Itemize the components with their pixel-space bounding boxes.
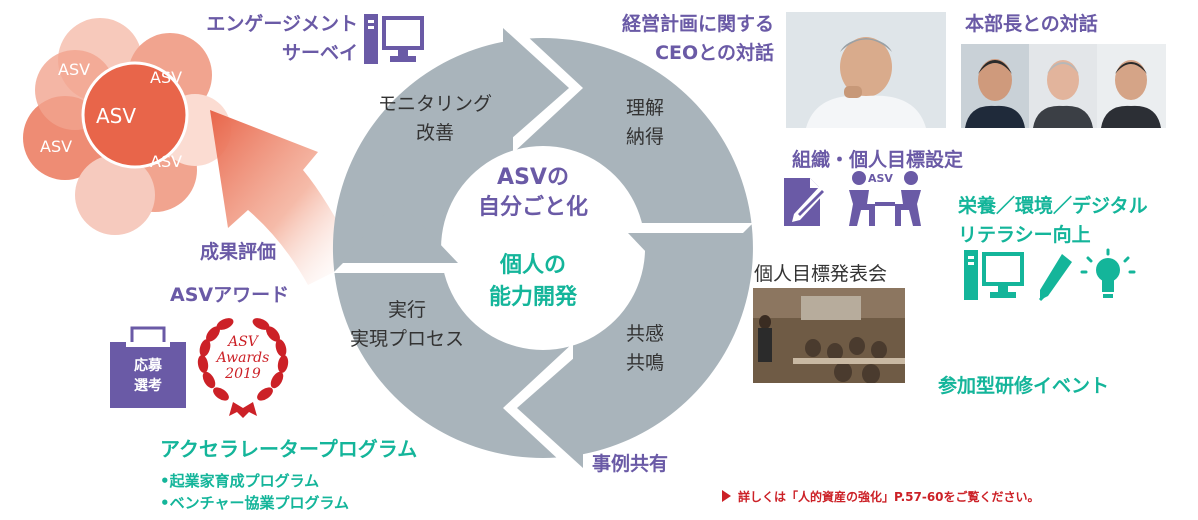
label-text: 選考 [134, 378, 162, 394]
training-event-label: 参加型研修イベント [938, 375, 1110, 397]
goal-setting-label: 組織・個人目標設定 [792, 149, 964, 171]
reference-note: 詳しくは「人的資産の強化」P.57-60をご覧ください。 [738, 490, 1040, 504]
computer-icon [364, 14, 424, 64]
ceo-photo [786, 12, 946, 128]
label-text: 経営計画に関する [621, 13, 774, 35]
label-text: 栄養／環境／デジタル [958, 195, 1148, 217]
petal-label: ASV [58, 60, 91, 79]
segment-text: 理解 [625, 97, 664, 119]
ballot-box-icon [110, 326, 186, 408]
segment-bottom-right: 共感 共鳴 [610, 322, 680, 376]
bulb-icon [1080, 248, 1136, 298]
label-text: リテラシー向上 [958, 224, 1091, 246]
presentation-photo [753, 288, 905, 383]
cluster-center-label: ASV [96, 104, 137, 128]
cycle-center-bottom: 個人の 能力開発 [453, 250, 613, 314]
head-dialog-label: 本部長との対話 [965, 13, 1098, 35]
petal-label: ASV [40, 137, 73, 156]
cycle-ring [332, 23, 753, 473]
label-text: CEOとの対話 [655, 42, 774, 64]
label-text: Awards [216, 350, 270, 366]
growth-arrow [210, 110, 358, 285]
people-desk-icon [849, 171, 921, 226]
segment-text: 実行 [387, 299, 426, 321]
award-badge-text: ASV Awards 2019 [213, 334, 273, 382]
case-sharing-label: 事例共有 [592, 453, 669, 475]
list-item: •ベンチャー協業プログラム [160, 494, 349, 512]
segment-top-right: 理解 納得 [610, 96, 680, 150]
accelerator-title: アクセラレータープログラム [160, 437, 418, 461]
label-text: エンゲージメント [206, 13, 358, 35]
engagement-survey-label: エンゲージメント サーベイ [198, 12, 358, 66]
center-text: 自分ごと化 [477, 195, 588, 220]
goal-badge: ASV [868, 172, 893, 185]
center-text: 個人の [499, 253, 566, 278]
literacy-label: 栄養／環境／デジタル リテラシー向上 [958, 194, 1178, 248]
goal-presentation-label: 個人目標発表会 [754, 263, 888, 285]
segment-text: 改善 [415, 122, 454, 144]
division-heads-photo [961, 44, 1166, 128]
ceo-dialog-label: 経営計画に関する CEOとの対話 [598, 12, 774, 66]
segment-bottom-left: 実行 実現プロセス [322, 298, 492, 352]
center-text: 能力開発 [488, 285, 577, 310]
computer-icon [964, 250, 1024, 300]
evaluation-label: 成果評価 [200, 241, 277, 263]
asv-award-label: ASVアワード [170, 284, 290, 306]
label-text: 応募 [134, 358, 162, 374]
asv-cluster [23, 18, 231, 235]
cycle-center-top: ASVの 自分ごと化 [453, 163, 613, 223]
segment-text: 共感 [625, 323, 664, 345]
pen-icon [1038, 254, 1072, 302]
label-text: 2019 [225, 366, 261, 382]
segment-text: モニタリング [377, 93, 492, 115]
petal-label: ASV [150, 68, 183, 87]
list-item: •起業家育成プログラム [160, 472, 320, 490]
accelerator-list: •起業家育成プログラム •ベンチャー協業プログラム [160, 470, 349, 514]
triangle-bullet-icon [722, 490, 731, 502]
label-text: サーベイ [281, 42, 358, 64]
label-text: ASV [228, 334, 258, 350]
award-box-text: 応募 選考 [110, 356, 186, 396]
petal-label: ASV [150, 152, 183, 171]
document-pen-icon [784, 178, 826, 226]
segment-text: 共鳴 [625, 352, 664, 374]
segment-text: 実現プロセス [349, 328, 464, 350]
segment-text: 納得 [625, 126, 664, 148]
center-text: ASVの [497, 165, 569, 190]
laurel-badge-icon [197, 318, 289, 418]
segment-top-left: モニタリング 改善 [365, 92, 505, 146]
